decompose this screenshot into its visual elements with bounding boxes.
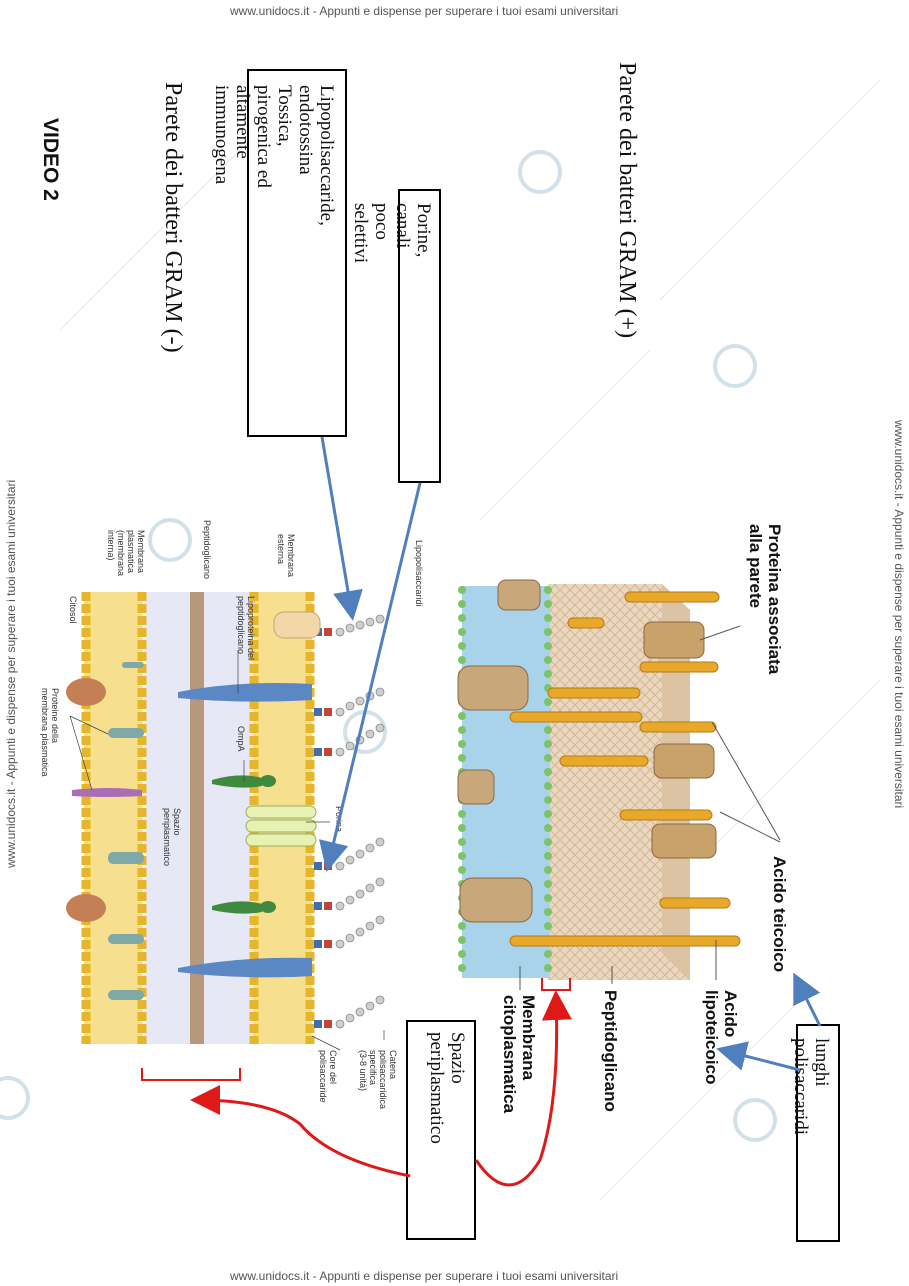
- arrow-lps-to-diagram: [320, 436, 363, 621]
- arrow-lunghi-to-teichoic: [793, 972, 822, 1027]
- membrane-heads: [458, 586, 552, 972]
- watermark-logo-icon: [713, 344, 757, 388]
- lps-box: Lipopolisaccaride, endotossina Tossica, …: [211, 69, 347, 437]
- wall-associated-proteins: [643, 621, 717, 859]
- outer-membrane-protein: [273, 611, 321, 639]
- teichoic-acid-rods: [509, 591, 741, 947]
- peptidoglycan-strip: [190, 592, 204, 1044]
- porin: [245, 805, 317, 847]
- watermark-logo-icon: [518, 150, 562, 194]
- arrow-spazio-to-gram-negative: [190, 1085, 411, 1178]
- porine-box: Porine, canali poco selettivi: [350, 189, 441, 483]
- lipoprotein: [178, 957, 312, 978]
- watermark-top: www.unidocs.it - Appunti e dispense per …: [230, 4, 619, 18]
- gram-negative-periplasm-bracket: [141, 1068, 241, 1081]
- spazio-periplasmatico-box: Spazio periplasmatico: [406, 1020, 476, 1240]
- ompa: [212, 775, 276, 914]
- watermark-logo-icon: [148, 518, 192, 562]
- arrow-lunghi-to-lipoteichoic: [716, 1041, 801, 1072]
- lunghi-polisaccaridi-box: lunghi polisaccaridi: [790, 1024, 840, 1242]
- watermark-bottom: www.unidocs.it - Appunti e dispense per …: [230, 1269, 619, 1283]
- watermark-logo-icon: [733, 1098, 777, 1142]
- peptidoglycan-layer: [548, 584, 690, 980]
- membrane-protein: [457, 769, 495, 805]
- arrow-spazio-to-gram-positive: [474, 990, 572, 1187]
- arrow-porine-to-porin: [319, 482, 422, 872]
- lipoprotein: [178, 683, 312, 702]
- membrane-protein: [457, 665, 529, 711]
- membrane-protein: [497, 579, 541, 611]
- membrane-protein: [459, 877, 533, 923]
- watermark-logo-icon: [0, 1076, 30, 1120]
- inner-membrane-proteins: [66, 662, 144, 1000]
- gram-positive-periplasm-bracket: [541, 978, 571, 991]
